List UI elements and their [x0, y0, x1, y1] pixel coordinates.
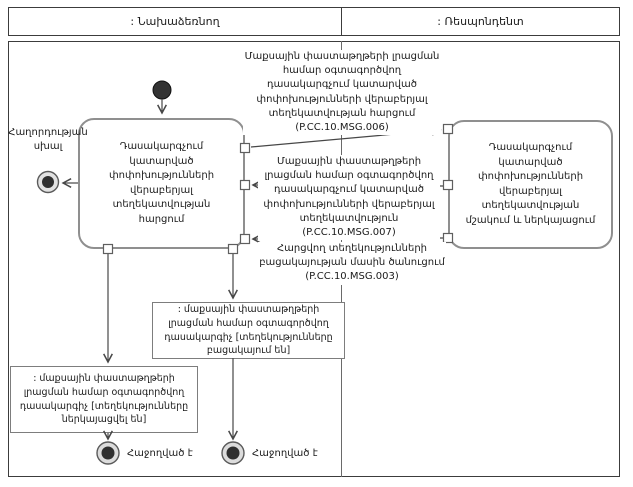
object-classifier-absent: : մաքսային փաստաթղթերի լրացման համար օգտ… — [152, 302, 345, 359]
object-classifier-presented: : մաքսային փաստաթղթերի լրացման համար օգտ… — [10, 366, 198, 433]
error-final-label: Հաղորդության սխալ — [8, 127, 88, 152]
swimlane-header: : Նախաձեռնող : Ռեսպոնդենտ — [8, 7, 620, 36]
lane-initiator-label: : Նախաձեռնող — [130, 15, 220, 28]
object-classifier-presented-label: : մաքսային փաստաթղթերի լրացման համար օգտ… — [19, 372, 189, 426]
object-classifier-absent-label: : մաքսային փաստաթղթերի լրացման համար օգտ… — [164, 303, 333, 357]
lane-header-initiator: : Նախաձեռնող — [9, 8, 342, 35]
activity-request-info: Դասակարգչում կատարված փոփոխությունների վ… — [78, 118, 245, 249]
message-label-msg003: Հարցվող տեղեկությունների բացակայության մ… — [258, 242, 446, 285]
activity-process-info-label: Դասակարգչում կատարված փոփոխությունների վ… — [465, 142, 596, 226]
success-final-label-left: Հաջողված է — [127, 448, 193, 459]
lane-respondent-label: : Ռեսպոնդենտ — [437, 15, 524, 28]
success-final-label-right: Հաջողված է — [252, 448, 318, 459]
lane-header-respondent: : Ռեսպոնդենտ — [342, 8, 619, 35]
activity-request-info-label: Դասակարգչում կատարված փոփոխությունների վ… — [108, 141, 215, 225]
message-label-msg007: Մաքսային փաստաթղթերի լրացման համար օգտագ… — [258, 155, 440, 241]
message-label-msg006: Մաքսային փաստաթղթերի լրացման համար օգտագ… — [243, 50, 441, 136]
activity-process-info: Դասակարգչում կատարված փոփոխությունների վ… — [448, 120, 613, 249]
